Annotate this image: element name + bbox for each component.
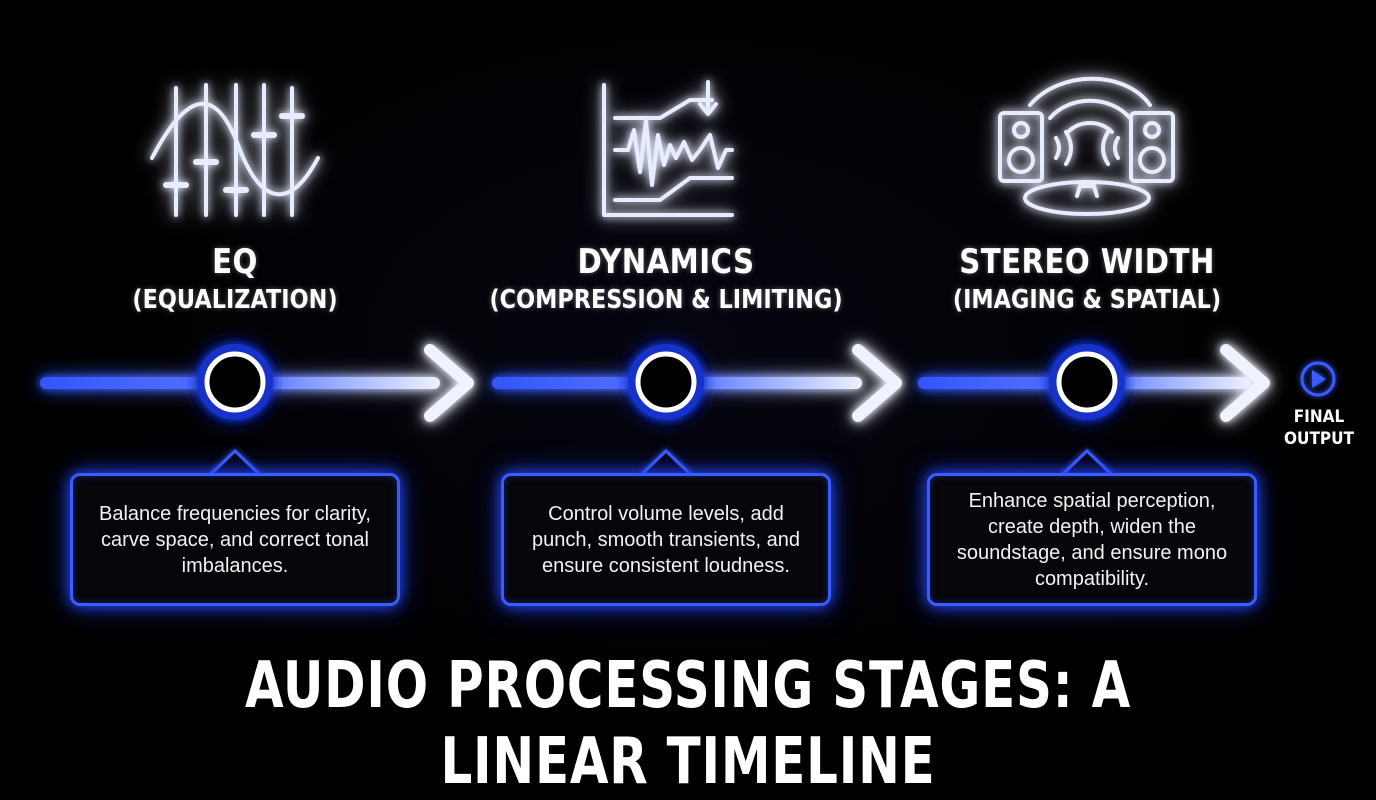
final-output-label: FINAL OUTPUT [1280, 406, 1357, 450]
description-box-stereo: Enhance spatial perception, create depth… [927, 473, 1257, 606]
stereo-speakers-icon [998, 76, 1175, 216]
final-output-line2: OUTPUT [1284, 429, 1354, 449]
box-pointer-3 [1060, 448, 1114, 477]
eq-sliders-wave-icon [150, 83, 320, 217]
timeline-node-1 [197, 344, 273, 420]
stage-subtitle-stereo: (IMAGING & SPATIAL) [952, 285, 1222, 315]
box-pointer-2 [639, 448, 693, 477]
stage-title-eq: EQ [212, 242, 258, 282]
page-title: AUDIO PROCESSING STAGES: A LINEAR TIMELI… [244, 649, 1132, 799]
play-circle-icon [1300, 361, 1336, 397]
final-output-line1: FINAL [1293, 407, 1345, 427]
description-text-dynamics: Control volume levels, add punch, smooth… [532, 502, 800, 577]
description-text-eq: Balance frequencies for clarity, carve s… [99, 502, 371, 577]
timeline-graphics [40, 76, 1336, 477]
timeline-node-2 [628, 344, 704, 420]
box-pointer-1 [208, 448, 262, 477]
stage-subtitle-dynamics: (COMPRESSION & LIMITING) [489, 285, 843, 315]
stage-subtitle-eq: (EQUALIZATION) [132, 285, 338, 315]
description-text-stereo: Enhance spatial perception, create depth… [956, 489, 1228, 590]
stage-title-dynamics: DYNAMICS [577, 242, 755, 282]
description-box-eq: Balance frequencies for clarity, carve s… [70, 473, 400, 606]
compressor-waveform-icon [602, 80, 734, 217]
description-box-dynamics: Control volume levels, add punch, smooth… [501, 473, 831, 606]
stage-title-stereo: STEREO WIDTH [959, 242, 1215, 282]
timeline-node-3 [1049, 344, 1125, 420]
